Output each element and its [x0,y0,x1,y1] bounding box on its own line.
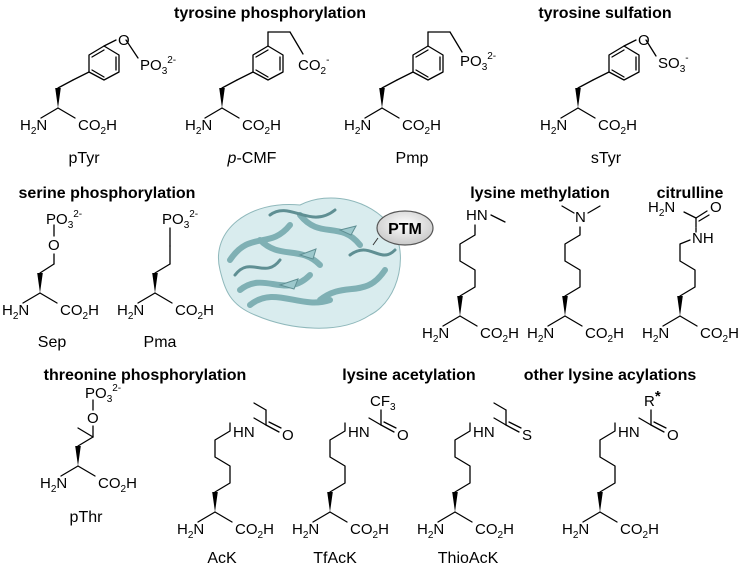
svg-text:CO2H: CO2H [98,475,137,495]
protein-structure-image [218,197,401,329]
header-tyrosine-phosphorylation: tyrosine phosphorylation [174,5,366,22]
structure-lysine-monomethyl: HN H2N CO2H [422,207,519,345]
svg-text:S: S [522,427,532,444]
svg-text:HN: HN [618,424,640,441]
svg-text:PO32-: PO32- [85,383,121,405]
svg-text:H2N: H2N [2,302,29,322]
header-lysine-acetylation: lysine acetylation [342,367,475,384]
svg-text:O: O [397,427,409,444]
structure-pmp: PO32- H2N CO2H Pmp [344,31,496,167]
label-tfack: TfAcK [313,550,357,567]
svg-text:H2N: H2N [40,475,67,495]
label-ptyr: pTyr [68,150,100,167]
structure-tfack: HN O CF3 H2N CO2H TfAcK [292,393,409,567]
svg-text:H2N: H2N [117,302,144,322]
label-pmp: Pmp [396,150,429,167]
ptm-label: PTM [388,221,422,238]
svg-text:O: O [667,427,679,444]
svg-text:HN: HN [233,424,255,441]
header-threonine-phosphorylation: threonine phosphorylation [44,367,247,384]
label-pcmf: p-CMF [227,150,277,167]
header-citrulline: citrulline [657,185,724,202]
svg-text:CO2H: CO2H [700,325,739,345]
svg-text:CO2-: CO2- [298,55,329,77]
svg-text:PO32-: PO32- [460,51,496,73]
label-pma: Pma [144,334,177,351]
svg-text:O: O [710,199,722,216]
structure-lysine-dimethyl: N H2N CO2H [527,205,624,345]
label-styr: sTyr [591,150,622,167]
structure-ack: HN O H2N CO2H AcK [177,402,294,567]
svg-text:CO2H: CO2H [402,117,441,137]
header-tyrosine-sulfation: tyrosine sulfation [538,5,671,22]
svg-text:HN: HN [466,207,488,224]
svg-text:HN: HN [473,424,495,441]
svg-text:H2N: H2N [292,521,319,541]
label-pthr: pThr [70,509,104,526]
svg-text:CO2H: CO2H [585,325,624,345]
svg-text:N: N [575,209,586,226]
header-other-lysine-acylations: other lysine acylations [524,367,697,384]
svg-text:NH: NH [692,230,714,247]
structure-sep: O PO32- H2N CO2H Sep [2,209,99,351]
svg-text:SO3-: SO3- [658,53,689,75]
structure-pma: PO32- H2N CO2H Pma [117,209,214,351]
structure-styr: O SO3- H2N CO2H sTyr [540,32,689,167]
label-thioack: ThioAcK [438,550,499,567]
svg-text:CO2H: CO2H [235,521,274,541]
svg-text:O: O [87,410,99,427]
structure-ptyr: O PO32- H2N CO2H pTyr [20,32,176,167]
header-serine-phosphorylation: serine phosphorylation [19,185,196,202]
svg-text:H2N: H2N [642,325,669,345]
svg-text:CF3: CF3 [370,393,396,413]
svg-text:H2N: H2N [185,117,212,137]
structure-thioack: HN S H2N CO2H ThioAcK [417,402,532,567]
svg-text:H2N: H2N [422,325,449,345]
svg-text:R*: R* [644,388,661,410]
svg-text:O: O [48,237,60,254]
svg-text:CO2H: CO2H [242,117,281,137]
svg-text:HN: HN [348,424,370,441]
svg-text:H2N: H2N [648,199,675,219]
svg-text:CO2H: CO2H [175,302,214,322]
atom-o: O [118,32,130,49]
svg-text:O: O [638,32,650,49]
label-sep: Sep [38,334,67,351]
svg-text:H2N: H2N [527,325,554,345]
structure-pthr: O PO32- H2N CO2H pThr [40,383,137,526]
svg-text:H2N: H2N [344,117,371,137]
svg-text:PO32-: PO32- [140,55,176,77]
svg-text:H2N: H2N [562,521,589,541]
header-lysine-methylation: lysine methylation [470,185,610,202]
svg-text:CO2H: CO2H [480,325,519,345]
svg-text:PO32-: PO32- [46,209,82,231]
svg-text:CO2H: CO2H [78,117,117,137]
svg-text:H2N: H2N [540,117,567,137]
svg-text:CO2H: CO2H [60,302,99,322]
structure-citrulline: NH O H2N H2N CO2H [642,199,739,345]
structure-lysine-acyl-r: HN O R* H2N CO2H [562,388,679,541]
structure-pcmf: CO2- H2N CO2H p-CMF [185,31,329,167]
svg-text:O: O [282,427,294,444]
svg-text:H2N: H2N [20,117,47,137]
svg-text:CO2H: CO2H [620,521,659,541]
svg-text:H2N: H2N [177,521,204,541]
svg-text:H2N: H2N [417,521,444,541]
svg-text:CO2H: CO2H [350,521,389,541]
svg-text:CO2H: CO2H [598,117,637,137]
label-ack: AcK [207,550,237,567]
svg-text:PO32-: PO32- [162,209,198,231]
ptm-callout: PTM [376,210,434,246]
svg-text:CO2H: CO2H [475,521,514,541]
